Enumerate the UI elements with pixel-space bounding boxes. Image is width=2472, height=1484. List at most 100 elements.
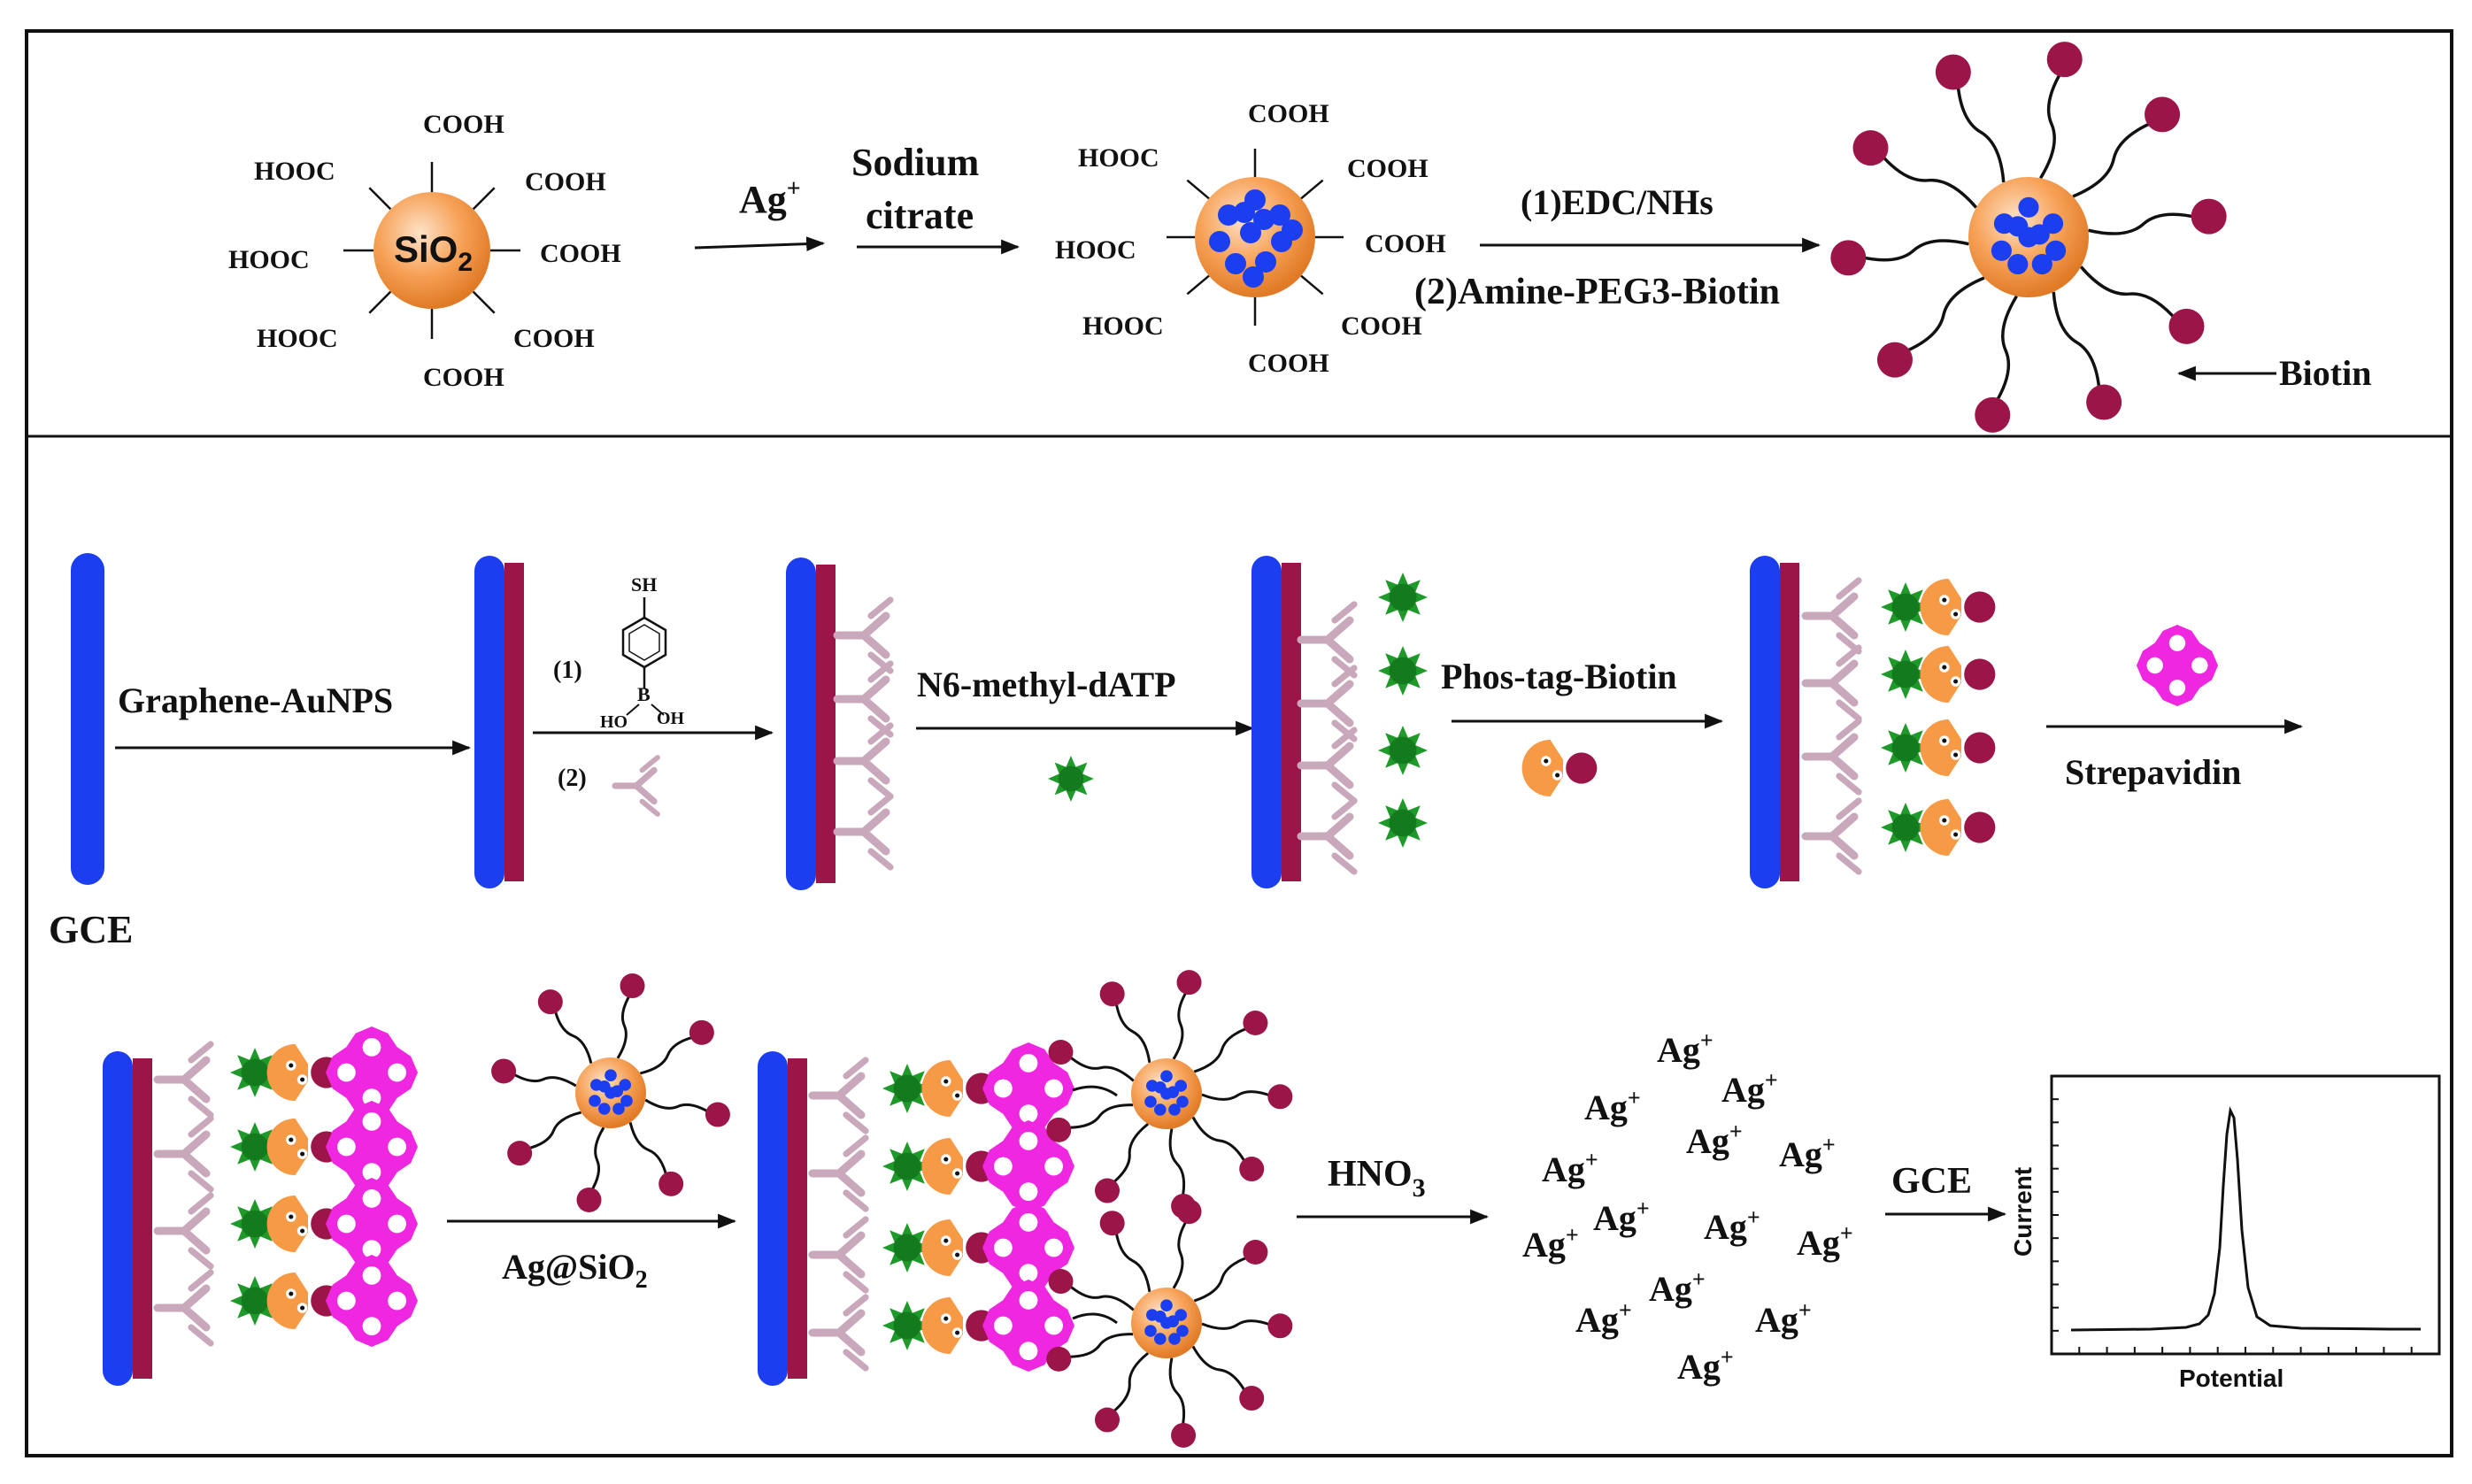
peg-linker: [616, 992, 633, 1059]
antibody-icon: [153, 1192, 214, 1270]
electrode: [1251, 556, 1282, 888]
antibody-icon: [833, 596, 894, 674]
n6-methyl-datp-icon: [1378, 646, 1428, 696]
peg-linker: [1193, 1026, 1251, 1073]
antibody-icon: [153, 1269, 214, 1347]
phos-tag-biotin-icon: [1920, 799, 1996, 856]
ligand-bond: [368, 187, 392, 211]
peg-linker: [644, 1098, 712, 1115]
streptavidin-icon: [982, 1042, 1074, 1134]
electrode: [1750, 556, 1780, 888]
carboxyl-label: COOH: [1341, 311, 1422, 341]
n6-methyl-datp-icon: [1048, 756, 1094, 802]
n6-methyl-datp-icon: [1378, 726, 1428, 775]
phos-tag-biotin-icon: [1920, 719, 1996, 776]
peg-linker: [1902, 276, 1985, 355]
ag-ion-label: Ag+: [1686, 1119, 1743, 1161]
sodium-label: Sodium: [851, 141, 979, 184]
ag-ion-label: Ag+: [1542, 1147, 1598, 1189]
ag-ion-label: Ag+: [1657, 1027, 1713, 1070]
ag-ion-label: Ag+: [1721, 1067, 1778, 1110]
carboxyl-label: COOH: [525, 167, 606, 196]
streptavidin-icon: [326, 1255, 418, 1347]
carboxyl-label: HOOC: [228, 245, 310, 274]
sh-label: SH: [631, 573, 657, 596]
plot-xlabel: Potential: [2179, 1365, 2283, 1392]
n6-methyl-datp-icon: [230, 1048, 280, 1097]
ag-ion-label: Ag+: [1649, 1266, 1706, 1309]
biotin-knob: [2086, 384, 2122, 420]
biotin-knob: [1243, 1239, 1268, 1265]
carboxyl-label: HOOC: [254, 157, 335, 186]
phos-tag-biotin-icon: [1521, 740, 1598, 796]
ag-plus-label: Ag+: [739, 175, 801, 221]
biotin-knob: [537, 989, 563, 1015]
ag-sio2-probe-icon: [491, 973, 730, 1212]
electrode-stage-ag-probe: [758, 970, 1293, 1448]
peg-linker: [1193, 1255, 1251, 1303]
ligand-bond: [472, 290, 496, 314]
antibody-icon: [612, 755, 660, 817]
ag-nanoparticle: [2045, 240, 2067, 261]
biotin-knob: [1046, 1117, 1072, 1142]
peg-linker: [1172, 988, 1190, 1060]
ag-ion-label: Ag+: [1704, 1204, 1760, 1247]
peg-linker: [1114, 1000, 1151, 1064]
antibody-icon: [1801, 797, 1862, 875]
electrode: [786, 557, 816, 890]
antibody-icon: [1297, 601, 1358, 679]
antibody-icon: [153, 1115, 214, 1193]
phos-tag-biotin-icon: [1521, 740, 1598, 796]
strepavidin-label: Strepavidin: [2065, 752, 2241, 792]
carboxyl-label: COOH: [1248, 99, 1329, 128]
n6-methyl-datp-icon: [1048, 756, 1094, 802]
electrode-stage-phos-tag: [1750, 556, 1996, 888]
plot-ylabel: Current: [2009, 1167, 2037, 1257]
biotin-knob: [1267, 1313, 1293, 1339]
ag-sio2-label: Ag@SiO2: [502, 1247, 648, 1294]
voltammogram-plot: Potential Current: [2009, 1074, 2441, 1392]
peg-linker: [510, 1071, 577, 1088]
biotin-knob: [491, 1058, 517, 1084]
antibody-icon: [1297, 665, 1358, 742]
biotin-knob: [1094, 1178, 1120, 1203]
edc-nhs-label: (1)EDC/NHs: [1521, 182, 1713, 222]
ligand-bond: [1300, 274, 1324, 296]
streptavidin-icon: [2137, 625, 2218, 706]
sio2-label: SiO2: [394, 228, 473, 277]
carboxyl-label: HOOC: [1082, 311, 1164, 341]
electrode-stage-streptavidin: [103, 1026, 418, 1386]
carboxyl-label: HOOC: [257, 324, 338, 353]
phos-tag-biotin-icon: [921, 1138, 997, 1195]
ag-nanoparticle: [1243, 266, 1264, 288]
biotin-knob: [1099, 1211, 1125, 1236]
ag-ion-label: Ag+: [1755, 1297, 1812, 1340]
biotin-knob: [1243, 1010, 1268, 1035]
ag-nanoparticle: [1282, 219, 1303, 241]
oh-label: OH: [657, 709, 685, 728]
biotin-knob: [1876, 342, 1913, 378]
biotin-knob: [576, 1187, 602, 1212]
ag-nanoparticle: [1144, 1096, 1157, 1108]
biotin-label: Biotin: [2279, 353, 2371, 393]
ag-nanoparticle: [1234, 202, 1255, 223]
electrode: [103, 1051, 133, 1386]
gce-arrow-label: GCE: [1891, 1161, 1972, 1202]
ligand-bond: [1300, 179, 1324, 200]
antibody-icon: [1801, 577, 1862, 655]
n6-methyl-datp-icon: [230, 1199, 280, 1249]
peg-linker: [2039, 68, 2064, 180]
antibody-legend-icon: [612, 755, 660, 817]
peg-linker: [1066, 1333, 1134, 1358]
peg-linker: [2079, 265, 2179, 323]
ag-sio2-probe-icon: [1046, 1199, 1293, 1448]
peg-linker: [589, 1126, 605, 1194]
antibody-icon: [833, 660, 894, 738]
biotin-knob: [658, 1171, 684, 1196]
biotin-knob: [689, 1019, 714, 1045]
peg-linker: [1956, 81, 2006, 183]
ligand-bond: [1186, 274, 1210, 296]
peg-linker: [1067, 1053, 1135, 1082]
ag-ion-label: Ag+: [1779, 1132, 1836, 1174]
